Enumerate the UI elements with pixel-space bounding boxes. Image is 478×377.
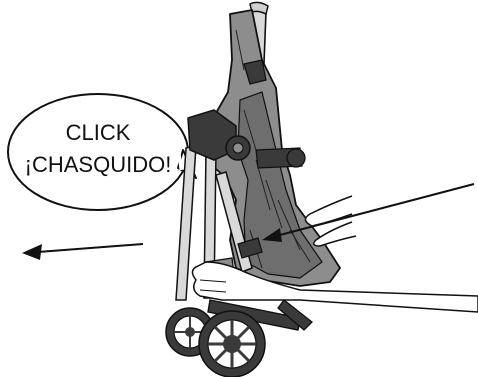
- front-wheel: [199, 311, 265, 377]
- direction-arrow: [22, 244, 143, 260]
- folded-stroller: [166, 2, 340, 377]
- speech-bubble: CLICK ¡CHASQUIDO!: [8, 94, 196, 210]
- callout-line1: CLICK: [66, 120, 131, 145]
- callout-line2: ¡CHASQUIDO!: [25, 152, 172, 177]
